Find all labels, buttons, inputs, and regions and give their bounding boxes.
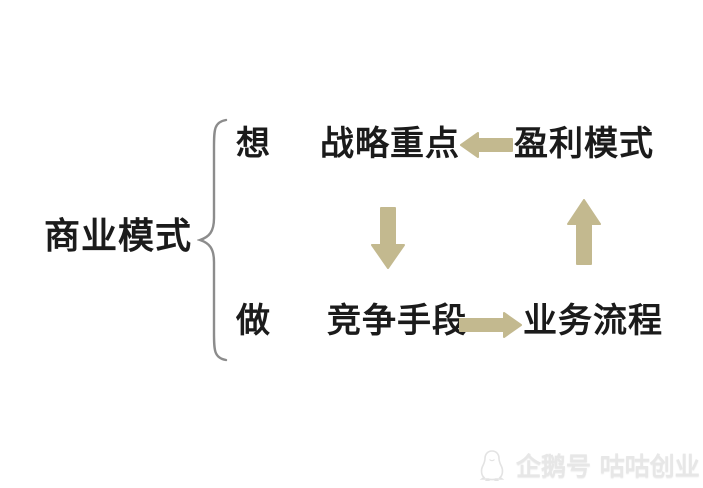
category-do-label: 做 [236,301,270,341]
arrow-down-icon [371,207,405,269]
penguin-icon [479,449,505,481]
root-label-business-model: 商业模式 [44,215,193,257]
watermark: 企鹅号 咕咕创业 [478,447,700,483]
arrow-up-icon [567,199,601,265]
node-competitive-means: 竞争手段 [327,301,467,341]
arrow-left-icon [460,132,513,158]
node-strategic-focus: 战略重点 [320,124,460,164]
arrow-right-icon [459,312,522,338]
category-think-label: 想 [236,124,270,164]
node-profit-model: 盈利模式 [514,124,654,164]
watermark-text: 企鹅号 咕咕创业 [516,452,700,481]
node-business-process: 业务流程 [523,301,663,341]
curly-brace-icon [197,118,228,362]
